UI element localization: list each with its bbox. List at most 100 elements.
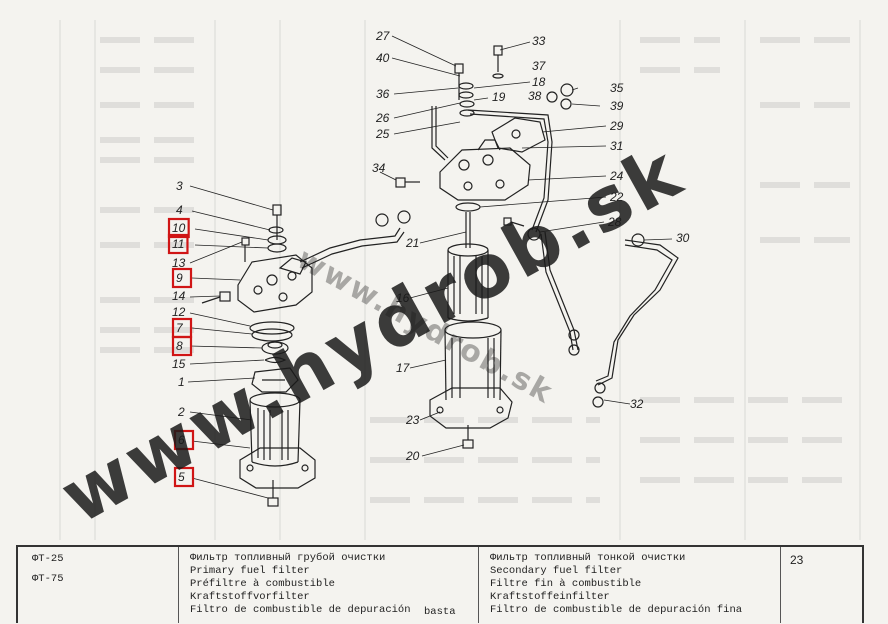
callout-38: 38 [528,89,542,103]
callout-5: 5 [178,470,185,484]
highlight-boxes [167,217,195,488]
callout-29: 29 [609,119,624,133]
gasket-22 [455,202,481,212]
fuel-line-right [431,106,679,386]
secondary-filter-de: Kraftstoffeinfilter [490,591,610,603]
bolt-14 [201,291,231,304]
highlight-box-8 [171,335,193,357]
bolt-5 [267,480,279,507]
callout-34: 34 [372,161,386,175]
callout-36: 36 [376,87,390,101]
callout-40: 40 [376,51,390,65]
callout-14: 14 [172,289,186,303]
fitting-32a [594,382,606,394]
fitting-a [568,329,580,341]
callout-30: 30 [676,231,690,245]
callout-18: 18 [532,75,546,89]
callout-27: 27 [375,29,391,43]
callout-1: 1 [178,375,185,389]
ghost-table-lines [59,20,861,540]
highlight-box-6 [173,429,195,451]
element-16 [447,243,489,322]
callout-11: 11 [172,237,184,251]
bolt-28 [503,217,525,227]
callout-23: 23 [405,413,420,427]
secondary-filter-es: Filtro de combustible de depuración fina [490,604,743,616]
callout-17: 17 [396,361,411,375]
callout-3: 3 [176,179,183,193]
bolt-3 [272,204,282,240]
callout-4: 4 [176,203,183,217]
callout-39: 39 [610,99,624,113]
washers-stack [458,82,475,117]
exploded-view-drawing: 3 4 10 11 13 9 14 12 7 8 15 1 2 6 5 27 4… [167,29,690,507]
secondary-filter-ru: Фильтр топливный тонкой очистки [490,552,686,564]
model-ft25: ФТ-25 [32,553,64,565]
callout-9: 9 [176,271,183,285]
primary-filter-fr: Préfiltre à combustible [190,578,335,590]
callout-labels: 3 4 10 11 13 9 14 12 7 8 15 1 2 6 5 27 4… [172,29,690,484]
page-column: 23 [780,547,862,623]
callout-12: 12 [172,305,186,319]
nut-38 [546,91,558,103]
primary-filter-es-extra: basta [424,606,456,618]
bowl-2 [249,392,301,467]
bracket-29 [491,117,546,153]
callout-16: 16 [396,291,410,305]
washer-11 [267,243,287,253]
callout-2: 2 [177,405,185,419]
fitting-28 [527,227,541,241]
nut-35 [560,83,574,97]
washer-37 [492,73,504,79]
highlight-box-11 [167,233,189,255]
highlight-box-9 [171,267,193,289]
rod-21 [465,212,471,248]
callout-20: 20 [405,449,420,463]
callout-22: 22 [609,190,624,204]
screw-13 [241,237,250,262]
nut-b [397,210,411,224]
callout-37: 37 [532,59,547,73]
callout-24: 24 [609,169,624,183]
secondary-filter-en: Secondary fuel filter [490,565,623,577]
nut-a [375,213,389,227]
callout-26: 26 [375,111,390,125]
base-plate [239,447,316,489]
callout-32: 32 [630,397,644,411]
model-ft75: ФТ-75 [32,573,64,585]
fitting-30 [631,233,645,247]
callout-33: 33 [532,34,546,48]
fuel-line-upper [299,227,405,269]
callout-8: 8 [176,339,183,353]
callout-10: 10 [172,221,186,235]
primary-filter-es: Filtro de combustible de depuración [190,604,411,616]
primary-filter-en: Primary fuel filter [190,565,310,577]
secondary-filter-column: Фильтр топливный тонкой очистки Secondar… [478,547,781,623]
primary-filter-ru: Фильтр топливный грубой очистки [190,552,386,564]
leader-lines [187,35,673,499]
bolt-34 [395,177,420,188]
fitting-b [568,344,580,356]
secondary-filter-fr: Filtre fin à combustible [490,578,642,590]
filter-head-9 [237,254,313,313]
callout-15: 15 [172,357,186,371]
callout-21: 21 [405,236,419,250]
callout-6: 6 [178,433,185,447]
callout-25: 25 [375,127,390,141]
washer-4 [268,226,284,234]
primary-filter-de: Kraftstoffvorfilter [190,591,310,603]
spring-15 [264,356,287,364]
highlight-box-10 [167,217,190,239]
bolt-20 [462,425,474,449]
gasket-12-7 [249,321,295,342]
fitting-32b [592,396,604,408]
primary-filter-column: Фильтр топливный грубой очистки Primary … [178,547,479,623]
callout-7: 7 [176,321,184,335]
page-number: 23 [790,553,804,567]
callout-35: 35 [610,81,624,95]
base-plate-23 [429,387,513,429]
model-column: ФТ-25 ФТ-75 [18,547,179,623]
callout-19: 19 [492,90,506,104]
highlight-box-5 [173,466,195,488]
